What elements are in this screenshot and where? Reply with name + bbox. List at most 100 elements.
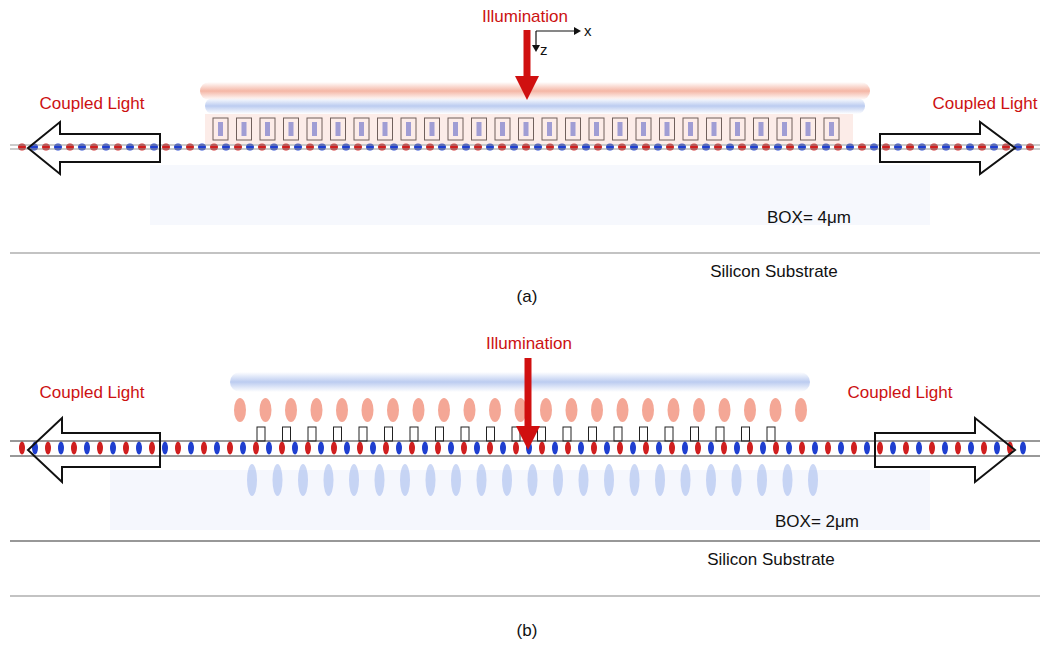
field-dot: [383, 442, 389, 455]
field-dot: [370, 442, 376, 455]
text-label: z: [540, 42, 548, 59]
grating-tooth: [589, 427, 597, 441]
field-lobe: [400, 464, 410, 496]
field-dot: [500, 442, 506, 455]
field-dot: [344, 442, 350, 455]
field-lobe: [324, 464, 334, 496]
grating-tooth: [640, 427, 648, 441]
field-dot: [188, 442, 194, 455]
field-lobe: [732, 464, 742, 496]
field-dot: [864, 442, 870, 455]
field-dot: [448, 442, 454, 455]
grating-tooth: [308, 427, 316, 441]
field-lobe: [438, 398, 450, 422]
field-lobe: [298, 464, 308, 496]
field-dot: [331, 442, 337, 455]
field-dot: [162, 442, 168, 455]
field-dot: [656, 442, 662, 455]
field-dot: [396, 442, 402, 455]
text-label: BOX= 2μm: [775, 513, 859, 532]
grating-tooth: [563, 427, 571, 441]
field-dot: [708, 442, 714, 455]
field-lobe: [617, 398, 629, 422]
grating-tooth: [691, 427, 699, 441]
field-dot: [851, 442, 857, 455]
field-lobe: [642, 398, 654, 422]
text-label: Illumination: [486, 335, 572, 354]
grating-tooth: [257, 427, 265, 441]
field-band: [205, 98, 865, 114]
field-dot: [968, 442, 974, 455]
field-dot: [97, 442, 103, 455]
field-dot: [305, 442, 311, 455]
field-lobe: [681, 464, 691, 496]
field-dot: [123, 442, 129, 455]
field-dot: [435, 442, 441, 455]
field-lobe: [387, 398, 399, 422]
waveguide: [10, 456, 1040, 457]
grating-tooth: [742, 427, 750, 441]
illumination-arrow: [524, 30, 531, 80]
field-dot: [474, 442, 480, 455]
substrate-line: [10, 595, 1040, 596]
field-dot: [760, 442, 766, 455]
field-lobe: [757, 464, 767, 496]
field-lobe: [489, 398, 501, 422]
field-lobe: [502, 464, 512, 496]
field-lobe: [375, 464, 385, 496]
field-dot: [84, 442, 90, 455]
grating: [257, 427, 775, 441]
field-lobe: [413, 398, 425, 422]
field-dot: [58, 442, 64, 455]
field-band: [205, 114, 853, 144]
field-dot: [630, 442, 636, 455]
field-dot: [279, 442, 285, 455]
field-dot: [604, 442, 610, 455]
field-band: [230, 372, 810, 392]
field-lobe: [285, 398, 297, 422]
text-label: (a): [517, 288, 538, 307]
field-dot: [240, 442, 246, 455]
text-label: Coupled Light: [933, 95, 1038, 114]
field-lobe: [566, 398, 578, 422]
field-lobe: [349, 464, 359, 496]
field-lobe: [795, 398, 807, 422]
axis: [532, 45, 540, 52]
field-dot: [175, 442, 181, 455]
grating-tooth: [436, 427, 444, 441]
axis: [536, 30, 574, 31]
field-dot: [942, 442, 948, 455]
waveguide: [10, 149, 1040, 150]
field-dot: [201, 442, 207, 455]
field-lobe: [591, 398, 603, 422]
coupled-arrow: [875, 418, 1015, 482]
field-lobe: [234, 398, 246, 422]
grating-tooth: [487, 427, 495, 441]
field-lobe: [744, 398, 756, 422]
grating-tooth: [716, 427, 724, 441]
field-dot: [578, 442, 584, 455]
text-label: Illumination: [482, 8, 568, 27]
field-dot: [682, 442, 688, 455]
field-dot: [409, 442, 415, 455]
axis: [535, 31, 536, 46]
field-lobe: [273, 464, 283, 496]
text-label: Coupled Light: [40, 384, 145, 403]
field-dot: [149, 442, 155, 455]
field-lobe: [808, 464, 818, 496]
field-lobe: [260, 398, 272, 422]
field-band: [200, 82, 870, 100]
field-dot: [825, 442, 831, 455]
text-label: Coupled Light: [848, 384, 953, 403]
field-lobe: [706, 464, 716, 496]
field-dot: [617, 442, 623, 455]
field-dot: [539, 442, 545, 455]
coupled-arrow: [28, 122, 160, 174]
field-dot: [994, 442, 1000, 455]
field-dot: [916, 442, 922, 455]
grating-tooth: [767, 427, 775, 441]
field-dot: [929, 442, 935, 455]
field-dot: [1020, 442, 1026, 455]
text-label: BOX= 4μm: [767, 209, 851, 228]
